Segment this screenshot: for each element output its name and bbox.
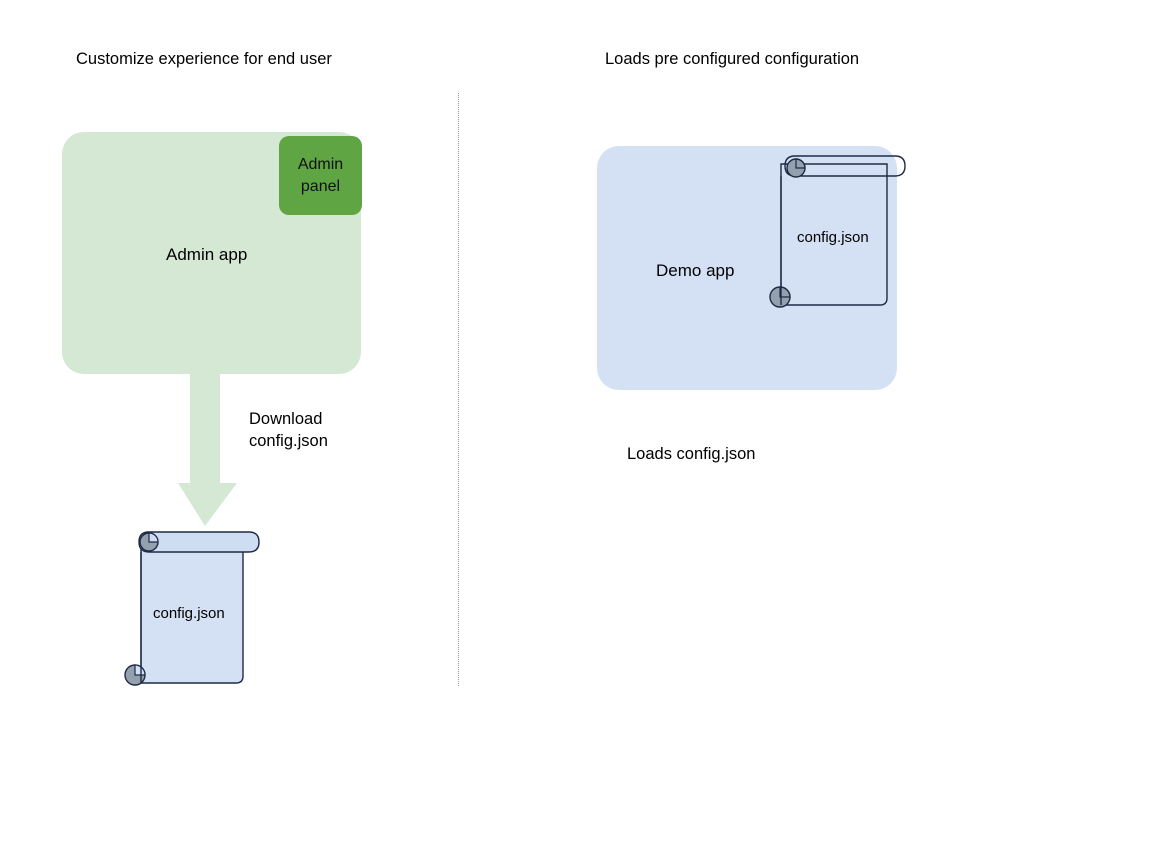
left-column-heading: Customize experience for end user (76, 50, 332, 68)
demo-app-label: Demo app (656, 261, 735, 280)
download-arrow-label: Download config.json (249, 408, 328, 452)
config-json-label-right: config.json (797, 229, 869, 246)
config-json-document-left[interactable] (118, 526, 268, 694)
config-json-label-left: config.json (153, 605, 225, 622)
admin-panel-label: Admin panel (298, 154, 343, 198)
right-column-heading: Loads pre configured configuration (605, 50, 860, 68)
download-arrow-label-line2: config.json (249, 432, 328, 450)
loads-config-caption: Loads config.json (627, 445, 756, 463)
config-json-document-right[interactable] (762, 150, 912, 312)
admin-panel-label-line1: Admin (297, 155, 344, 173)
admin-panel-box[interactable]: Admin panel (279, 136, 362, 215)
admin-app-label: Admin app (166, 245, 248, 264)
column-divider (458, 93, 459, 686)
download-arrow-icon (178, 366, 237, 526)
admin-panel-label-line2: panel (300, 177, 341, 195)
download-arrow-label-line1: Download (249, 410, 323, 428)
demo-app-box (597, 146, 897, 390)
